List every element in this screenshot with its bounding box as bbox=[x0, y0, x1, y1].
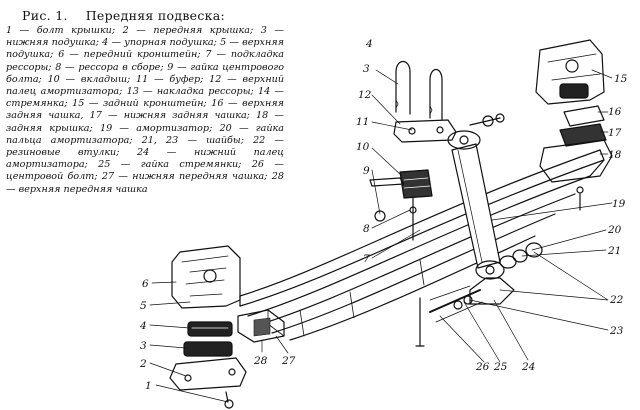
callout-25: 25 bbox=[493, 361, 508, 373]
callout-3: 3 bbox=[140, 340, 147, 352]
rear-cushions bbox=[539, 83, 613, 211]
callout-6: 6 bbox=[142, 278, 149, 290]
callout-24: 24 bbox=[521, 361, 535, 373]
callout-2: 2 bbox=[139, 358, 147, 370]
rear-bracket bbox=[535, 39, 605, 105]
callout-15: 15 bbox=[614, 73, 628, 85]
upper-cushion bbox=[187, 321, 233, 337]
callout-27: 27 bbox=[281, 355, 296, 367]
callout-23: 23 bbox=[609, 325, 624, 337]
shock-absorber bbox=[447, 113, 505, 280]
callout-3-top: 3 bbox=[363, 63, 370, 75]
figure-title: Рис. 1. Передняя подвеска: bbox=[22, 8, 284, 23]
lower-pin-assembly bbox=[415, 242, 543, 347]
front-cover bbox=[169, 357, 247, 409]
leader-lines bbox=[149, 69, 613, 403]
front-bracket bbox=[171, 245, 241, 309]
callout-numbers: 1 2 3 4 5 6 7 8 9 10 11 12 3 4 15 16 17 … bbox=[139, 38, 628, 392]
front-cups bbox=[237, 309, 285, 343]
callout-5: 5 bbox=[140, 300, 147, 312]
callout-26: 26 bbox=[475, 361, 490, 373]
callout-16: 16 bbox=[608, 106, 622, 118]
callout-4: 4 bbox=[139, 320, 147, 332]
callout-4-top: 4 bbox=[365, 38, 373, 50]
lower-cushion bbox=[183, 341, 233, 357]
callout-21: 21 bbox=[607, 245, 621, 257]
figure-heading: Передняя подвеска: bbox=[85, 8, 226, 23]
callout-8: 8 bbox=[363, 223, 370, 235]
callout-22: 22 bbox=[609, 294, 624, 306]
callout-20: 20 bbox=[607, 224, 622, 236]
figure-number: Рис. 1. bbox=[22, 8, 68, 23]
callout-10: 10 bbox=[356, 141, 370, 153]
callout-7: 7 bbox=[363, 253, 370, 265]
callout-1: 1 bbox=[145, 380, 152, 392]
callout-9: 9 bbox=[363, 165, 370, 177]
callout-12: 12 bbox=[358, 89, 372, 101]
spring-plate bbox=[393, 119, 457, 143]
callout-28: 28 bbox=[253, 355, 268, 367]
callout-18: 18 bbox=[608, 149, 622, 161]
leaf-spring-assembly bbox=[239, 149, 605, 341]
buffer bbox=[399, 169, 433, 199]
stirrup bbox=[395, 60, 443, 121]
callout-19: 19 bbox=[612, 198, 626, 210]
figure-caption: Рис. 1. Передняя подвеска: 1 — болт крышк… bbox=[6, 8, 284, 196]
liner-and-nut bbox=[369, 177, 417, 241]
callout-11: 11 bbox=[356, 116, 369, 128]
figure-legend: 1 — болт крышки; 2 — передняя крышка; 3 … bbox=[6, 25, 284, 195]
callout-17: 17 bbox=[608, 127, 622, 139]
